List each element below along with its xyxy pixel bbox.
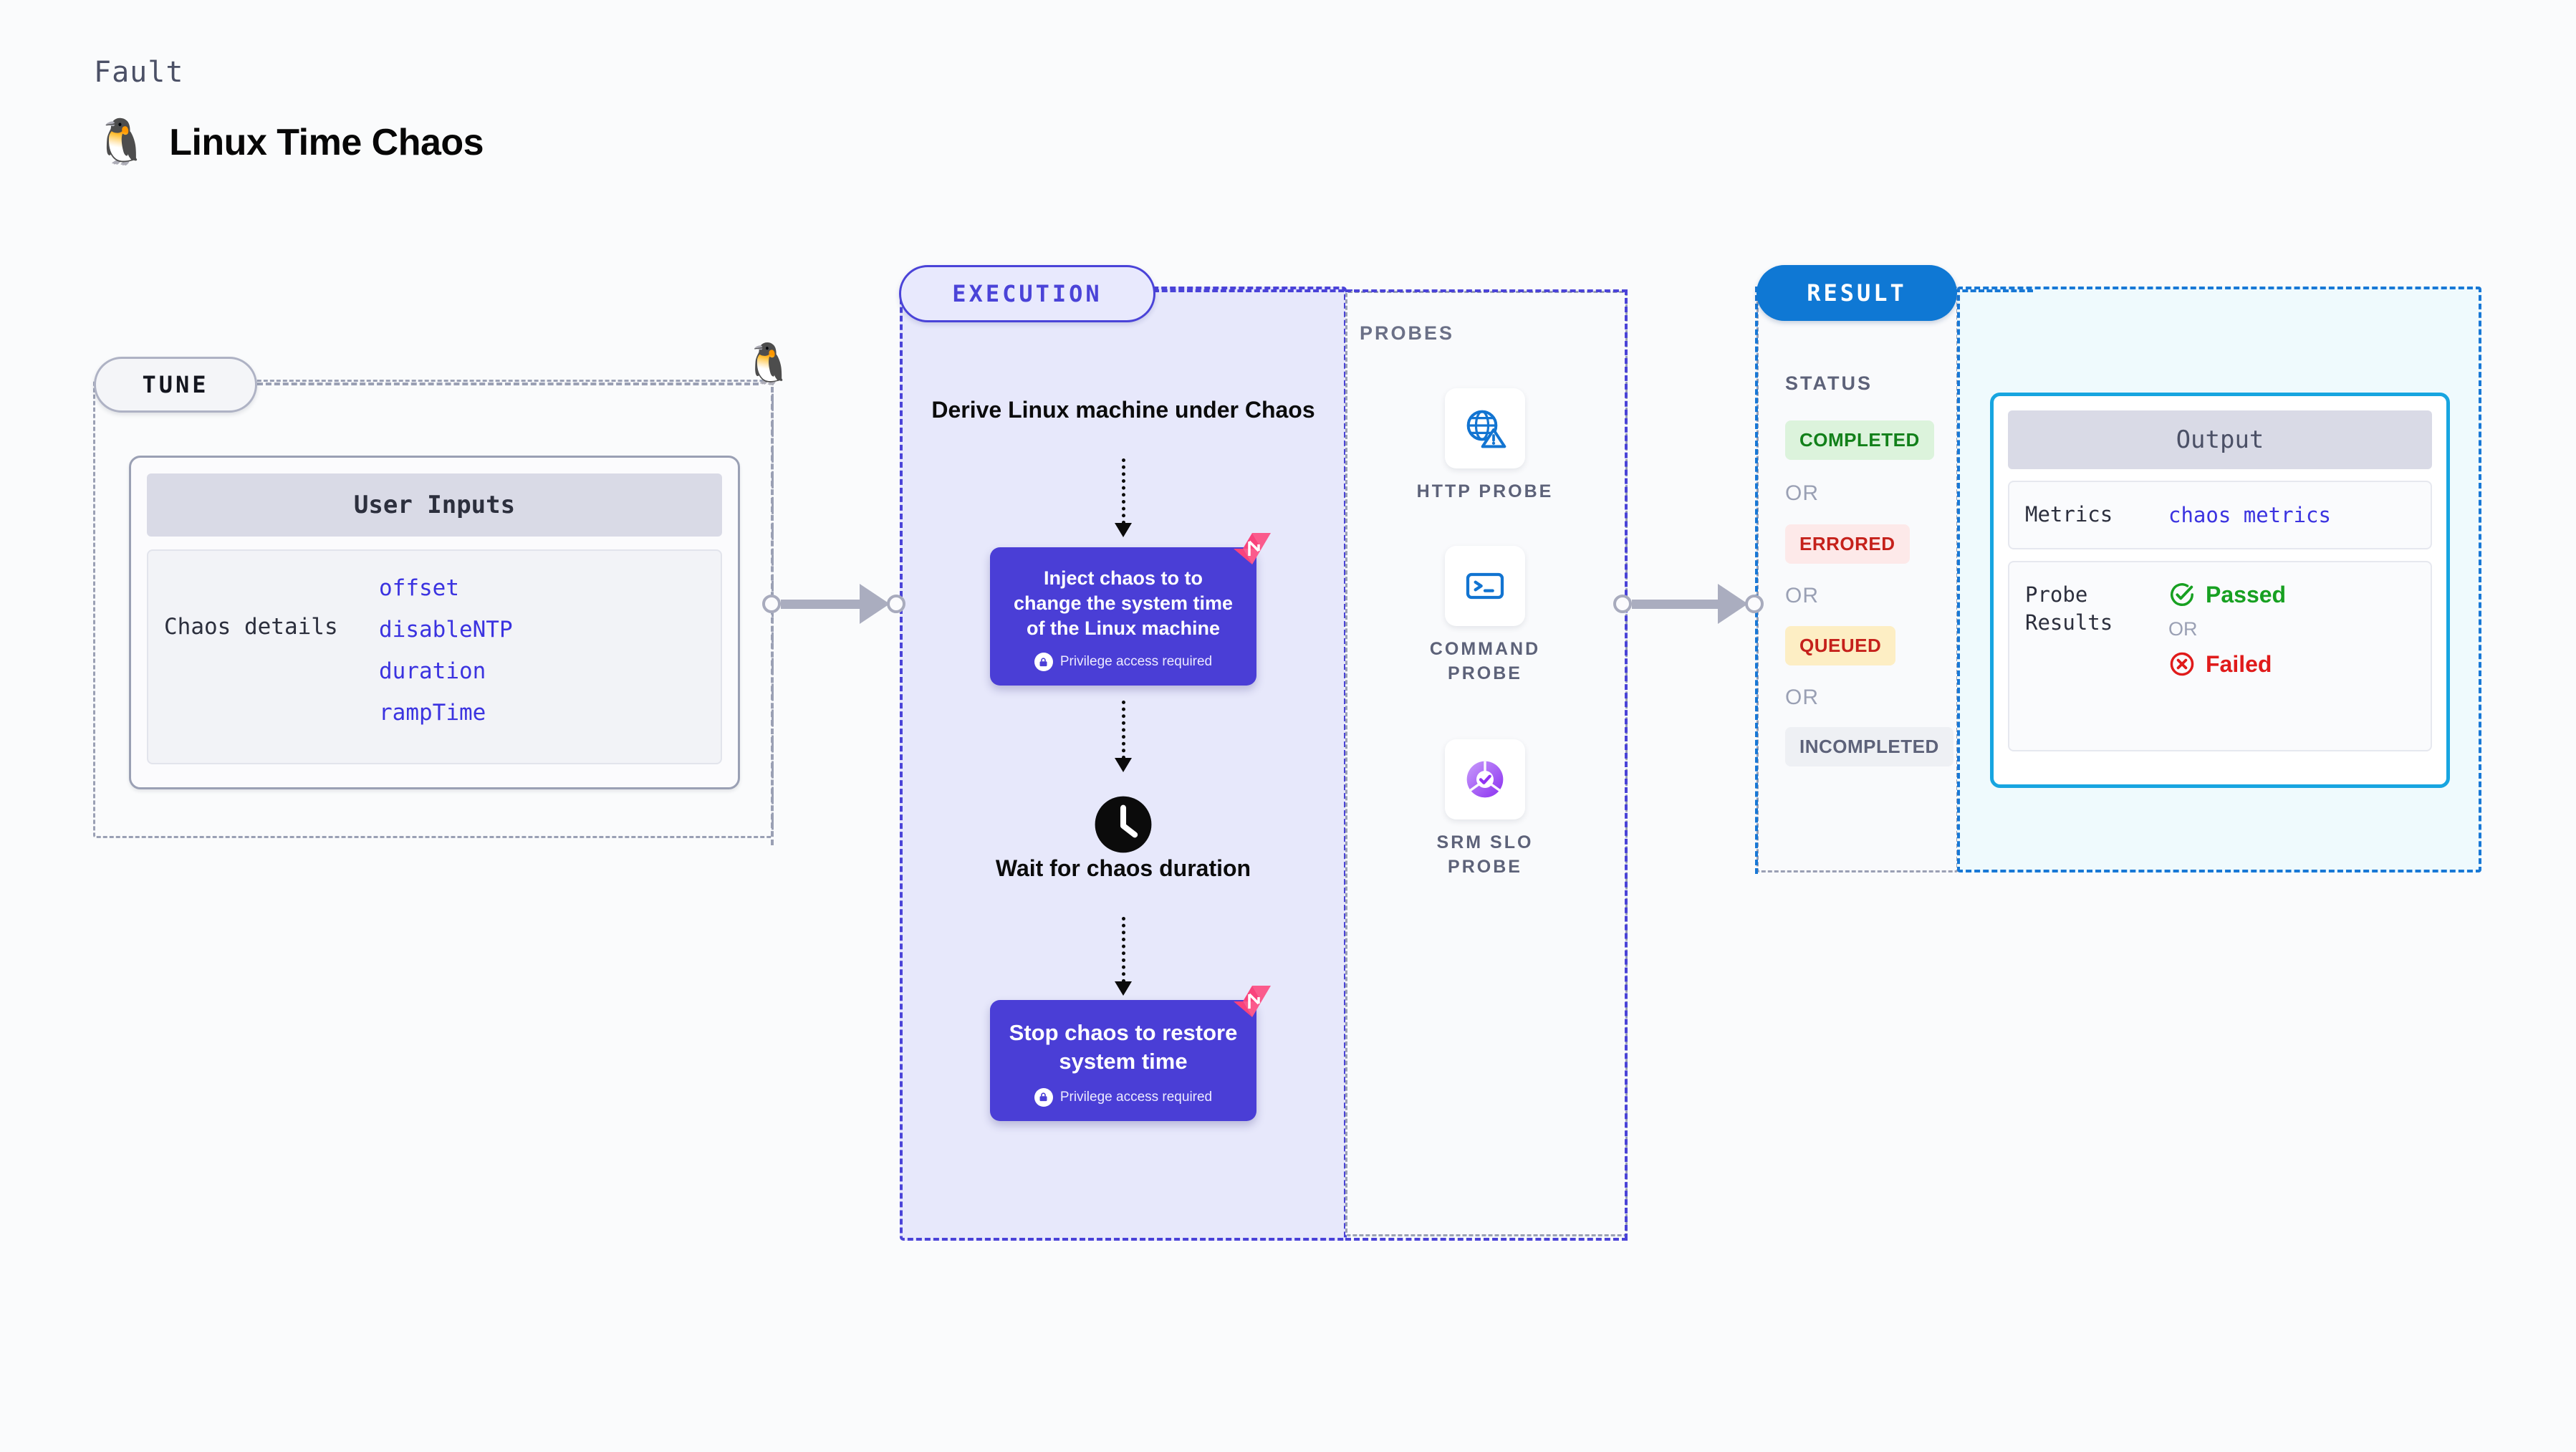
output-row-probe-results: Probe Results Passed OR Failed: [2008, 561, 2432, 751]
probe-command-label: COMMAND PROBE: [1429, 639, 1541, 683]
tune-top-connector: [257, 383, 759, 385]
result-top-connector: [1954, 289, 2033, 292]
page-title: 🐧 Linux Time Chaos: [94, 120, 484, 165]
flow-arrow-tip: [1115, 981, 1132, 996]
metrics-key: Metrics: [2025, 502, 2113, 527]
flow-arrow-2: [1115, 701, 1132, 772]
flow-arrow-line: [1122, 701, 1125, 759]
probe-srm-slo-label: SRM SLO PROBE: [1436, 832, 1534, 877]
user-inputs-title: User Inputs: [147, 473, 722, 537]
flow-arrow-tip: [1115, 758, 1132, 772]
arrow-end-node: [1745, 595, 1764, 613]
execution-step-stop-card[interactable]: Stop chaos to restore system time Privil…: [990, 986, 1271, 1121]
linux-penguin-icon: 🐧: [744, 341, 794, 386]
probe-result-passed-label: Passed: [2206, 581, 2287, 607]
clock-icon: [1092, 794, 1154, 855]
arrow-head: [860, 584, 890, 624]
probes-bottom-border: [1345, 1238, 1628, 1241]
linux-penguin-icon: 🐧: [94, 117, 150, 167]
arrow-start-node: [762, 595, 781, 613]
probe-result-or: OR: [2168, 618, 2198, 640]
check-circle-icon: [2171, 583, 2193, 606]
probes-top-border: [1345, 289, 1628, 292]
status-label: STATUS: [1785, 372, 1873, 394]
result-pill[interactable]: RESULT: [1756, 265, 1957, 321]
status-badge-errored: ERRORED: [1785, 524, 1910, 564]
arrow-shaft: [1632, 599, 1719, 609]
status-or-2: OR: [1785, 584, 1819, 607]
param-ramptime[interactable]: rampTime: [379, 700, 486, 726]
probe-results-values: Passed OR Failed: [2168, 581, 2286, 731]
arrow-start-node: [1613, 595, 1632, 613]
flow-arrow-tip: [1115, 523, 1132, 537]
chaos-parameter-list: offset disableNTP duration rampTime: [379, 575, 513, 763]
metrics-value[interactable]: chaos metrics: [2168, 503, 2331, 527]
arrow-end-node: [887, 595, 905, 613]
page-title-text: Linux Time Chaos: [169, 122, 484, 163]
probes-right-border: [1625, 289, 1628, 1239]
inject-card-privilege-text: Privilege access required: [1059, 654, 1213, 670]
arrow-shaft: [781, 599, 861, 609]
status-or-3: OR: [1785, 686, 1819, 709]
probe-results-key: Probe Results: [2025, 582, 2113, 635]
flow-arrow-3: [1115, 917, 1132, 996]
param-disablentp[interactable]: disableNTP: [379, 617, 513, 643]
output-row-metrics: Metrics chaos metrics: [2008, 481, 2432, 549]
probe-result-failed-label: Failed: [2206, 650, 2272, 677]
stop-card-text: Stop chaos to restore system time: [1009, 1020, 1238, 1074]
status-badge-queued: QUEUED: [1785, 626, 1896, 665]
output-title: Output: [2008, 410, 2432, 469]
lock-icon: [1034, 653, 1053, 672]
flow-arrow-line: [1122, 458, 1125, 524]
arrow-head: [1718, 584, 1748, 624]
tune-pill[interactable]: TUNE: [94, 357, 257, 413]
probe-result-failed: Failed: [2168, 650, 2286, 678]
execution-step-inject-card[interactable]: Inject chaos to to change the system tim…: [990, 533, 1271, 686]
execution-step-wait-title: Wait for chaos duration: [995, 855, 1251, 881]
status-badge-completed: COMPLETED: [1785, 420, 1934, 460]
param-duration[interactable]: duration: [379, 658, 486, 684]
flow-arrow-1: [1115, 458, 1132, 537]
result-left-border: [1755, 287, 1758, 874]
tune-right-connector: [771, 387, 774, 845]
fault-kicker: Fault: [94, 56, 184, 89]
x-circle-icon: [2170, 652, 2194, 676]
status-or-1: OR: [1785, 481, 1819, 505]
flow-arrow-line: [1122, 917, 1125, 983]
probe-srm-slo[interactable]: SRM SLO PROBE: [1403, 739, 1567, 880]
chaos-details-block: Chaos details offset disableNTP duration…: [147, 549, 722, 764]
probe-http[interactable]: HTTP PROBE: [1403, 388, 1567, 504]
chaos-ribbon-icon: [1234, 533, 1271, 564]
user-inputs-card: User Inputs Chaos details offset disable…: [129, 456, 740, 789]
inject-card-privilege: Privilege access required: [1007, 653, 1239, 672]
chaos-details-label: Chaos details: [164, 614, 338, 640]
execution-pill[interactable]: EXECUTION: [899, 265, 1155, 322]
probe-http-label: HTTP PROBE: [1416, 481, 1554, 501]
probe-command[interactable]: COMMAND PROBE: [1403, 546, 1567, 686]
slo-donut-check-icon: [1445, 739, 1525, 819]
probes-label: PROBES: [1360, 322, 1455, 344]
probe-result-passed: Passed: [2168, 581, 2286, 608]
output-card: Output Metrics chaos metrics Probe Resul…: [1990, 393, 2450, 788]
stop-card-privilege-text: Privilege access required: [1059, 1089, 1213, 1105]
tune-to-execution-arrow: [762, 584, 905, 624]
execution-top-connector: [1153, 289, 1352, 292]
inject-card-text: Inject chaos to to change the system tim…: [1013, 567, 1234, 640]
globe-warning-icon: [1445, 388, 1525, 468]
execution-to-result-arrow: [1613, 584, 1764, 624]
status-badge-incompleted: INCOMPLETED: [1785, 727, 1953, 766]
lock-icon: [1034, 1087, 1053, 1107]
terminal-prompt-icon: [1445, 546, 1525, 626]
execution-step-derive-title: Derive Linux machine under Chaos: [931, 397, 1315, 423]
param-offset[interactable]: offset: [379, 575, 459, 601]
stop-card-privilege: Privilege access required: [1007, 1087, 1239, 1107]
chaos-ribbon-icon: [1234, 986, 1271, 1017]
